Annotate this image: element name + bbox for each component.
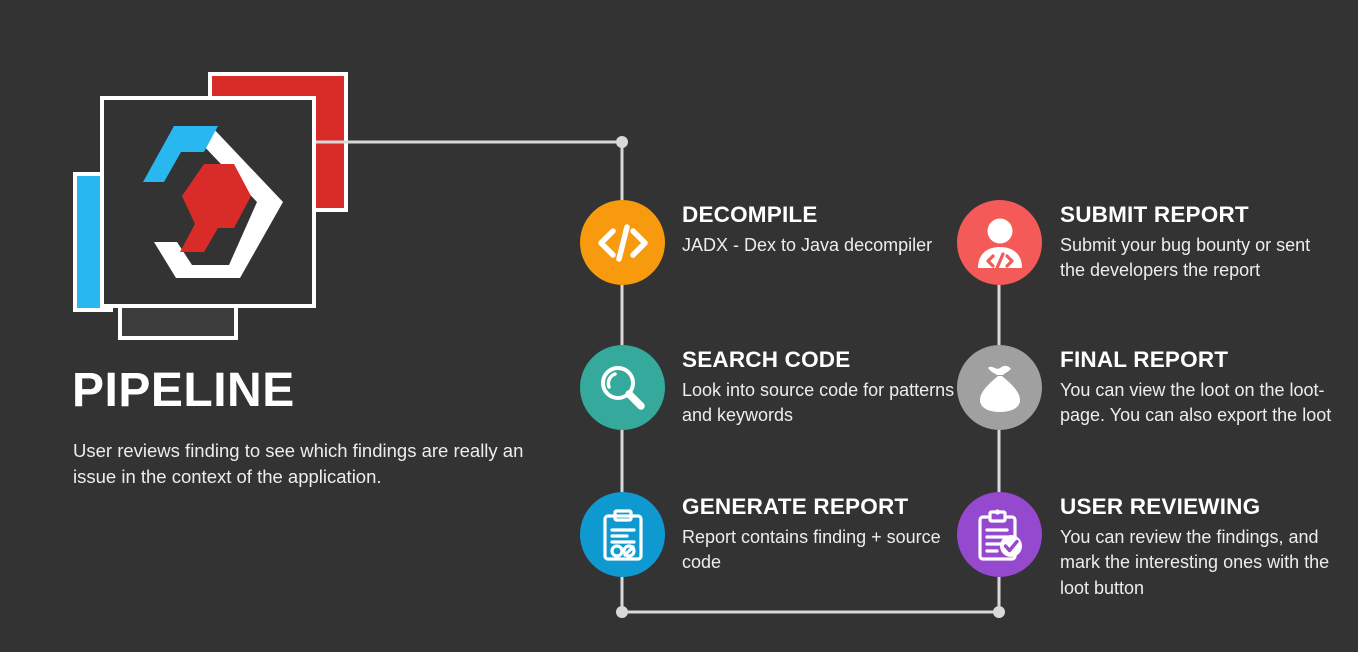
step-user-reviewing-icon-circle[interactable] (957, 492, 1042, 577)
clipboard-report-icon (600, 508, 646, 562)
code-brackets-icon (596, 222, 650, 264)
step-final-report-description: You can view the loot on the loot-page. … (1060, 379, 1332, 426)
step-decompile-text: DECOMPILE JADX - Dex to Java decompiler (682, 202, 957, 258)
step-final-report-icon-circle[interactable] (957, 345, 1042, 430)
connector-node-top (616, 136, 628, 148)
step-search-code-title: SEARCH CODE (682, 347, 851, 372)
step-submit-report-description: Submit your bug bounty or sent the devel… (1060, 234, 1311, 281)
connector-node-bottom-left (616, 606, 628, 618)
pipeline-hexagon-logo (143, 126, 283, 278)
step-search-code-icon-circle[interactable] (580, 345, 665, 430)
magnifier-icon (596, 361, 650, 415)
step-search-code-text: SEARCH CODE Look into source code for pa… (682, 347, 957, 429)
step-submit-report-text: SUBMIT REPORT Submit your bug bounty or … (1060, 202, 1340, 284)
step-submit-report-icon-circle[interactable] (957, 200, 1042, 285)
developer-person-icon (971, 216, 1029, 270)
step-final-report-text: FINAL REPORT You can view the loot on th… (1060, 347, 1340, 429)
clipboard-check-icon (974, 508, 1026, 562)
step-generate-report-icon-circle[interactable] (580, 492, 665, 577)
page-description: User reviews finding to see which findin… (73, 440, 524, 488)
step-generate-report-description: Report contains finding + source code (682, 526, 941, 573)
money-bag-icon (975, 362, 1025, 414)
step-decompile-description: JADX - Dex to Java decompiler (682, 234, 933, 255)
step-user-reviewing-title: USER REVIEWING (1060, 494, 1261, 519)
step-user-reviewing-text: USER REVIEWING You can review the findin… (1060, 494, 1340, 602)
page-title: PIPELINE (72, 364, 295, 417)
step-generate-report-text: GENERATE REPORT Report contains finding … (682, 494, 957, 576)
step-user-reviewing-description: You can review the findings, and mark th… (1060, 526, 1330, 598)
step-generate-report-title: GENERATE REPORT (682, 494, 909, 519)
step-decompile-title: DECOMPILE (682, 202, 818, 227)
step-decompile-icon-circle[interactable] (580, 200, 665, 285)
step-final-report-title: FINAL REPORT (1060, 347, 1229, 372)
step-search-code-description: Look into source code for patterns and k… (682, 379, 955, 426)
connector-node-bottom-right (993, 606, 1005, 618)
step-submit-report-title: SUBMIT REPORT (1060, 202, 1249, 227)
